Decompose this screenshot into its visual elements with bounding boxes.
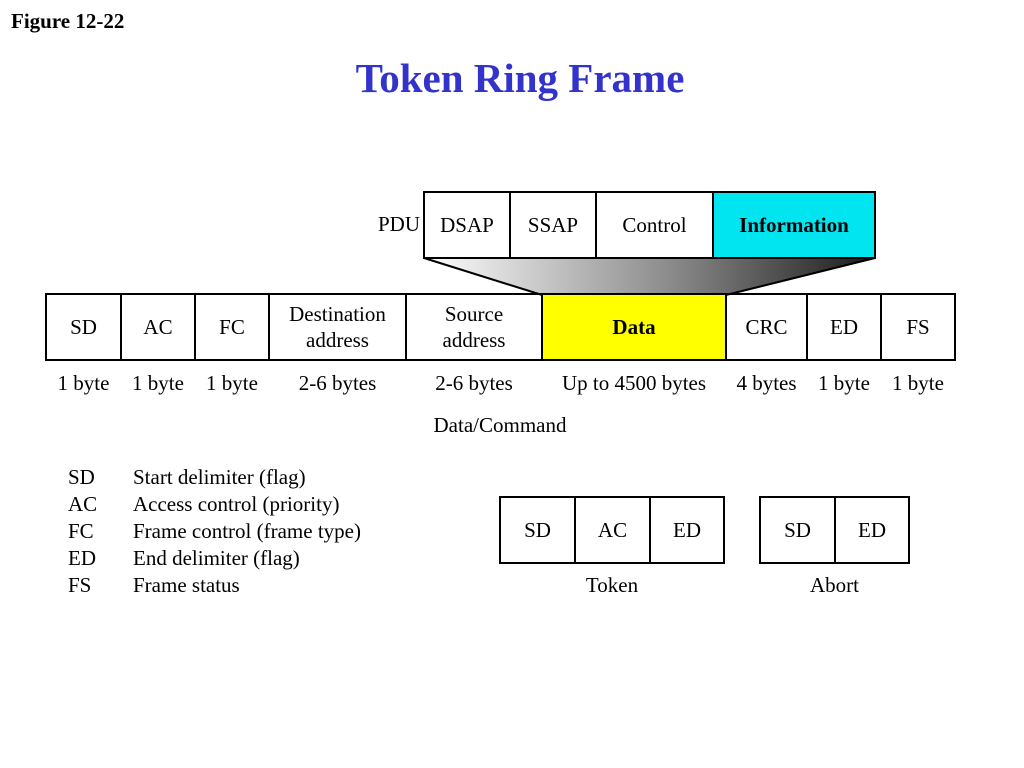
pdu-field-label: Information (739, 213, 849, 237)
figure-label: Figure 12-22 (11, 9, 125, 33)
legend-abbr: SD (68, 465, 95, 489)
frame-field-ac: AC (120, 293, 196, 361)
size-label-data: Up to 4500 bytes (561, 371, 707, 395)
legend-abbr: ED (68, 546, 96, 570)
frame-field-label: AC (143, 315, 173, 339)
size-label-destination: 2-6 bytes (298, 371, 377, 395)
frame-field-label: CRC (745, 315, 788, 339)
frame-field-label: FC (219, 315, 245, 339)
legend-definition: End delimiter (flag) (133, 546, 300, 570)
abort-field-label: SD (784, 518, 811, 542)
expansion-trapezoid (423, 257, 876, 296)
token-field-label: AC (597, 518, 628, 542)
frame-field-label: ED (830, 315, 858, 339)
abort-field-ed: ED (834, 496, 910, 564)
abort-field-sd: SD (759, 496, 836, 564)
pdu-field-control: Control (595, 191, 714, 259)
token-field-label: SD (524, 518, 551, 542)
legend-definition: Start delimiter (flag) (133, 465, 306, 489)
frame-field-label: FS (906, 315, 930, 339)
size-label-sd: 1 byte (57, 371, 110, 395)
frame-field-fc: FC (194, 293, 270, 361)
frame-field-label: address (442, 328, 506, 352)
token-field-ac: AC (574, 496, 651, 564)
legend-definition: Frame control (frame type) (133, 519, 361, 543)
abort-caption: Abort (810, 573, 859, 597)
size-label-ed: 1 byte (818, 371, 870, 395)
pdu-field-ssap: SSAP (509, 191, 597, 259)
page-title: Token Ring Frame (355, 55, 685, 101)
frame-field-sd: SD (45, 293, 122, 361)
size-label-fs: 1 byte (892, 371, 944, 395)
pdu-field-label: Control (622, 213, 687, 237)
legend-abbr: FC (68, 519, 94, 543)
token-field-sd: SD (499, 496, 576, 564)
frame-field-data: Data (541, 293, 727, 361)
frame-field-destination-address: Destination address (268, 293, 407, 361)
pdu-field-label: SSAP (527, 213, 579, 237)
frame-field-source-address: Source address (405, 293, 543, 361)
frame-field-label: address (306, 328, 369, 352)
size-label-crc: 4 bytes (736, 371, 797, 395)
pdu-label: PDU (377, 212, 420, 236)
frame-field-crc: CRC (725, 293, 808, 361)
legend-abbr: FS (68, 573, 92, 597)
pdu-field-label: DSAP (440, 213, 494, 237)
data-command-caption: Data/Command (433, 413, 567, 437)
size-label-source: 2-6 bytes (435, 371, 513, 395)
size-label-fc: 1 byte (206, 371, 258, 395)
frame-field-label: SD (70, 315, 97, 339)
token-caption: Token (585, 573, 639, 597)
size-label-ac: 1 byte (132, 371, 184, 395)
frame-field-label: Data (612, 315, 656, 339)
abort-field-label: ED (858, 518, 886, 542)
frame-field-fs: FS (880, 293, 956, 361)
frame-field-label: Destination (289, 302, 386, 326)
legend-definition: Access control (priority) (133, 492, 340, 516)
token-field-ed: ED (649, 496, 725, 564)
pdu-field-dsap: DSAP (423, 191, 511, 259)
legend-definition: Frame status (133, 573, 240, 597)
legend-abbr: AC (68, 492, 98, 516)
pdu-field-information: Information (712, 191, 876, 259)
frame-field-ed: ED (806, 293, 882, 361)
token-field-label: ED (673, 518, 701, 542)
frame-field-label: Source (444, 302, 504, 326)
